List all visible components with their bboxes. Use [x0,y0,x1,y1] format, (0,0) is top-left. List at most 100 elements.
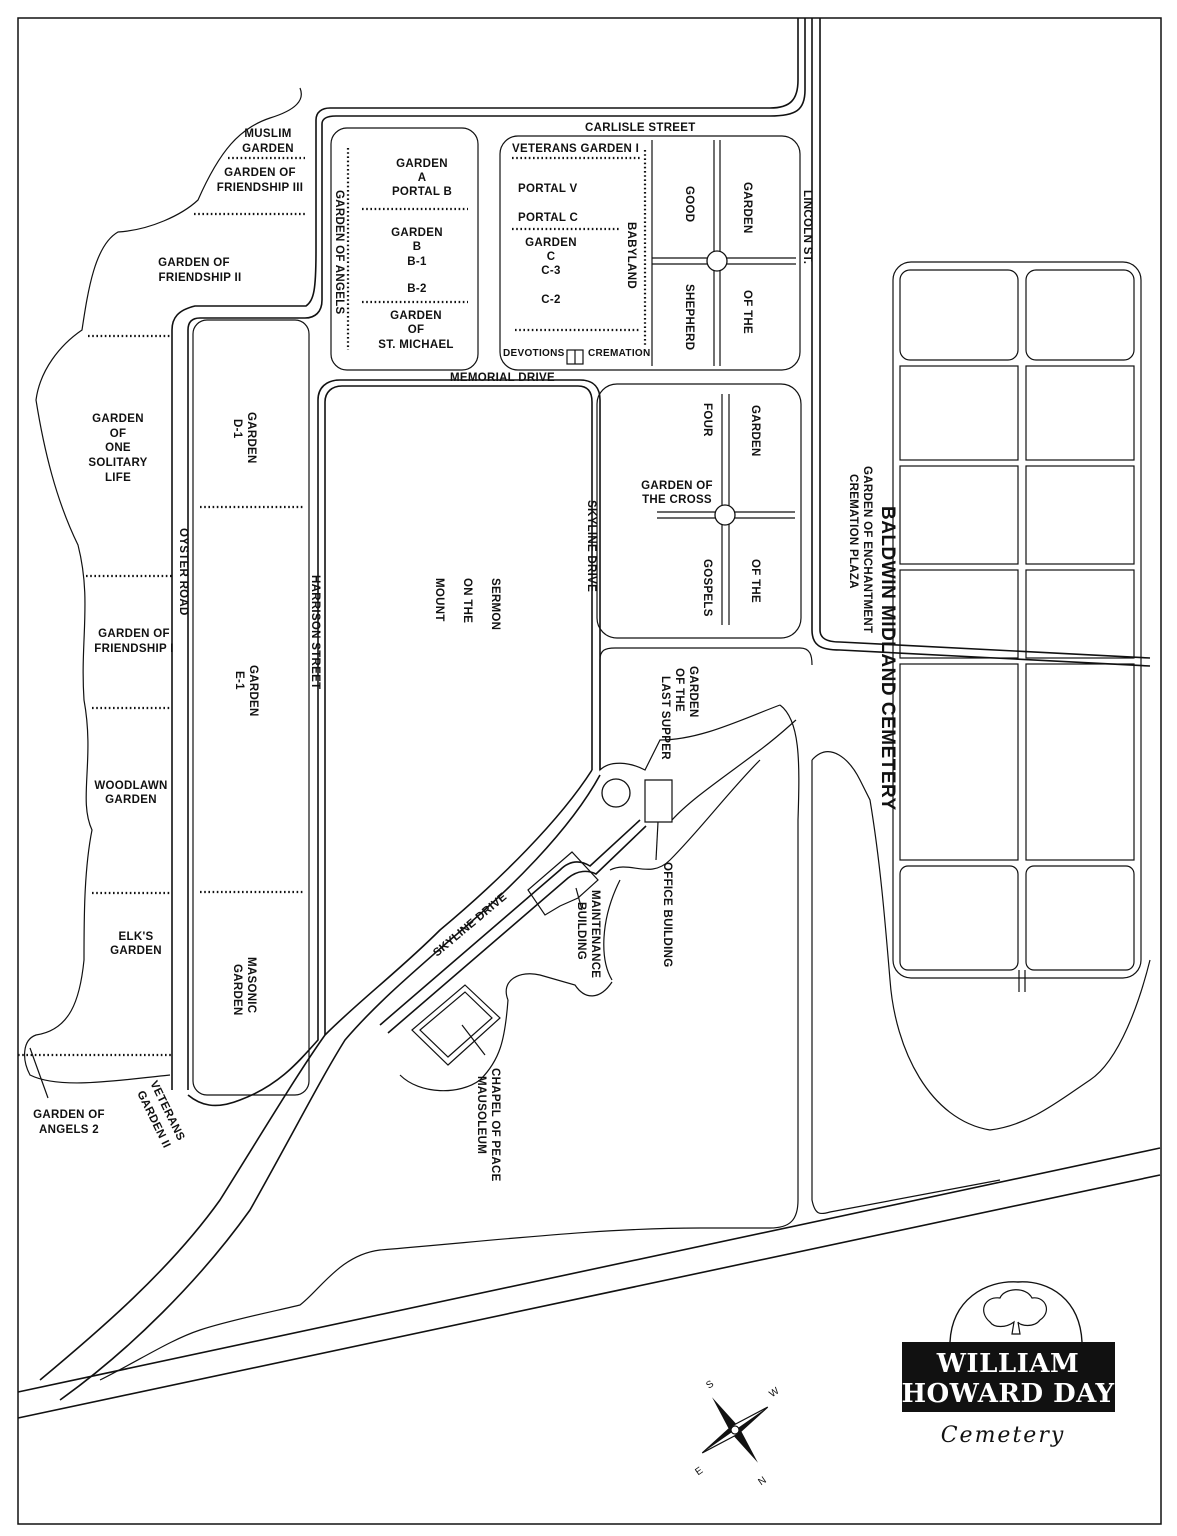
svg-text:PORTAL B: PORTAL B [392,186,452,198]
four-gospels-garden-label: GARDEN [749,405,761,457]
office-building-label: OFFICE BUILDING [661,862,673,967]
logo-plate [902,1342,1115,1412]
last-supper-label-a: GARDEN [687,666,699,718]
enchantment-label-a: GARDEN OF ENCHANTMENT [861,466,873,633]
north-blocks [192,127,802,1096]
svg-text:GARDEN: GARDEN [396,158,448,170]
svg-text:FRIENDSHIP I: FRIENDSHIP I [94,643,173,655]
one-solitary-life-label: GARDEN OF ONE SOLITARY LIFE [88,413,147,484]
svg-text:GARDEN OF: GARDEN OF [224,167,296,179]
chapel-label-a: CHAPEL OF PEACE [489,1068,501,1182]
memorial-drive-label: MEMORIAL DRIVE [450,372,555,384]
compass-e: E [693,1465,705,1478]
svg-text:A: A [418,172,427,184]
chapel-label-b: MAUSOLEUM [475,1076,487,1154]
last-supper-label-c: LAST SUPPER [659,676,671,760]
maintenance-building-shape [527,851,599,916]
portal-v-label: PORTAL V [518,183,578,195]
skyline-drive-lower-label: SKYLINE DRIVE [431,891,509,959]
compass-n: N [756,1475,768,1488]
svg-text:GARDEN: GARDEN [92,413,144,425]
svg-text:OF: OF [408,324,425,336]
elks-garden-label: ELK'S GARDEN [110,931,161,957]
babyland-label: BABYLAND [625,222,637,289]
svg-text:FRIENDSHIP II: FRIENDSHIP II [159,272,242,284]
good-shepherd-garden-label: GARDEN [741,182,753,234]
svg-text:GARDEN: GARDEN [390,310,442,322]
harrison-street-label: HARRISON STREET [309,575,321,689]
baldwin-midland-label: BALDWIN MIDLAND CEMETERY [877,506,898,811]
logo-william: WILLIAM [936,1349,1080,1379]
svg-text:MUSLIM: MUSLIM [244,128,291,140]
carlisle-street-label: CARLISLE STREET [585,122,696,134]
sermon-label: SERMON [489,578,501,630]
garden-a-label: GARDEN A PORTAL B [392,158,452,198]
svg-text:FRIENDSHIP III: FRIENDSHIP III [217,182,303,194]
baldwin-midland-grid [892,261,1142,992]
masonic-label-b: GARDEN [231,964,243,1016]
svg-text:GARDEN: GARDEN [105,794,157,806]
svg-text:SOLITARY: SOLITARY [88,457,147,469]
buildings [29,779,673,1099]
svg-text:C-3: C-3 [541,265,560,277]
garden-e1-label-b: E-1 [233,671,245,690]
friendship-ii-label: GARDEN OF FRIENDSHIP II [158,257,241,284]
shepherd-label: SHEPHERD [683,284,695,350]
svg-text:C: C [547,251,556,263]
garden-of-the-cross-label: GARDEN OF THE CROSS [641,480,712,506]
garden-d1-label-b: D-1 [231,419,243,439]
lincoln-street-label: LINCOLN ST. [801,190,813,264]
compass-s: S [704,1378,716,1391]
compass-rose [701,1397,769,1463]
svg-text:ANGELS 2: ANGELS 2 [39,1124,99,1136]
friendship-iii-label: GARDEN OF FRIENDSHIP III [217,167,303,194]
four-gospels-of-the-label: OF THE [749,559,761,603]
enchantment-label-b: CREMATION PLAZA [847,474,859,589]
maintenance-label-b: BUILDING [575,902,587,960]
oyster-road-label: OYSTER ROAD [177,528,189,616]
svg-text:GARDEN OF: GARDEN OF [158,257,230,269]
office-building-shape [644,779,673,823]
garden-of-angels-label: GARDEN OF ANGELS [333,190,345,315]
gospels-label: GOSPELS [701,559,713,617]
four-label: FOUR [701,403,713,437]
cremation-label: CREMATION [588,348,651,359]
friendship-i-label: GARDEN OF FRIENDSHIP I [94,628,173,655]
st-michael-label: GARDEN OF ST. MICHAEL [378,310,454,351]
portal-c-label: PORTAL C [518,212,578,224]
logo-cemetery: Cemetery [941,1423,1066,1448]
garden-d1-label-a: GARDEN [245,412,257,464]
svg-text:WOODLAWN: WOODLAWN [94,780,167,792]
muslim-garden-label: MUSLIM GARDEN [242,128,294,155]
woodlawn-garden-label: WOODLAWN GARDEN [94,780,167,806]
svg-text:OF: OF [110,428,127,440]
logo-howard-day: HOWARD DAY [901,1379,1114,1409]
devotions-label: DEVOTIONS [503,348,565,359]
svg-text:ST. MICHAEL: ST. MICHAEL [378,339,454,351]
b2-label: B-2 [407,283,426,295]
cemetery-logo: WILLIAM HOWARD DAY Cemetery [901,1281,1115,1448]
garden-b-label: GARDEN B B-1 [391,227,442,268]
garden-labels: MUSLIM GARDEN GARDEN OF FRIENDSHIP III G… [33,128,873,1150]
good-label: GOOD [683,186,695,222]
road-network [17,18,1161,1419]
garden-of-angels-2-label: GARDEN OF ANGELS 2 [33,1109,104,1136]
svg-text:B: B [413,241,422,253]
svg-text:LIFE: LIFE [105,472,131,484]
svg-text:THE CROSS: THE CROSS [642,494,712,506]
svg-text:ONE: ONE [105,442,131,454]
building-labels: MAINTENANCE BUILDING OFFICE BUILDING CHA… [475,862,673,1182]
svg-text:ELK'S: ELK'S [119,931,154,943]
map-border [17,17,1162,1525]
svg-text:GARDEN: GARDEN [525,237,577,249]
good-shepherd-of-the-label: OF THE [741,290,753,334]
masonic-label-a: MASONIC [245,957,257,1013]
section-dividers [18,148,647,1057]
svg-text:GARDEN: GARDEN [242,143,294,155]
street-labels: CARLISLE STREET LINCOLN ST. MEMORIAL DRI… [177,122,813,959]
svg-text:GARDEN OF: GARDEN OF [98,628,170,640]
tree-emblem-icon [949,1281,1083,1343]
maintenance-label-a: MAINTENANCE [589,890,601,978]
on-the-label: ON THE [461,578,473,623]
